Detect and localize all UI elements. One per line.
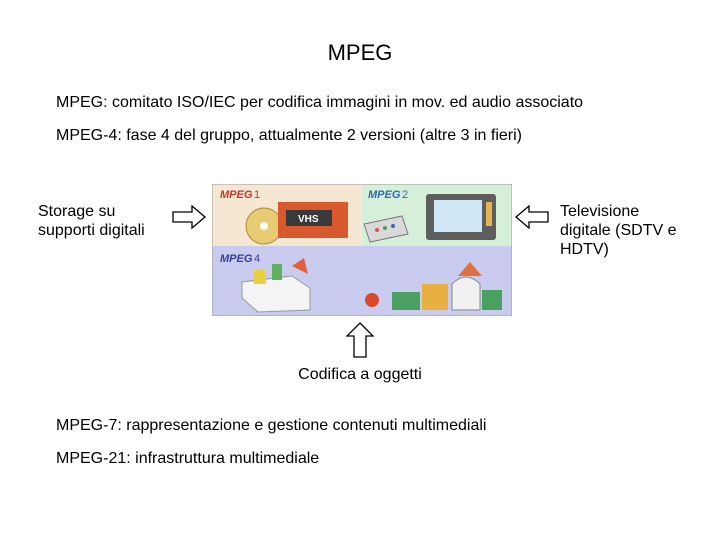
right-label: Televisione digitale (SDTV e HDTV) (560, 202, 677, 259)
right-label-line-3: HDTV) (560, 241, 609, 258)
bullet-mpeg4: MPEG-4: fase 4 del gruppo, attualmente 2… (56, 127, 522, 144)
bottom-label: Codifica a oggetti (298, 366, 422, 383)
mpeg-collage-image: MPEG 1 VHS MPEG 2 MPEG 4 (212, 184, 512, 316)
left-label-line-1: Storage su (38, 203, 116, 220)
mpeg1-logo: MPEG (220, 189, 253, 201)
arrow-left-icon (515, 205, 549, 229)
slide-title: MPEG (327, 40, 393, 65)
bullet-mpeg7: MPEG-7: rappresentazione e gestione cont… (56, 417, 487, 434)
mpeg2-logo-num: 2 (402, 189, 408, 201)
right-label-line-2: digitale (SDTV e (560, 222, 677, 239)
bullet-mpeg21: MPEG-21: infrastruttura multimediale (56, 450, 320, 467)
left-label: Storage su supporti digitali (38, 202, 145, 240)
left-label-line-2: supporti digitali (38, 222, 145, 239)
mpeg1-logo-num: 1 (254, 189, 260, 201)
right-label-line-1: Televisione (560, 203, 640, 220)
mpeg2-logo: MPEG (368, 189, 401, 201)
mpeg4-logo-num: 4 (254, 253, 260, 265)
arrow-right-icon (172, 205, 206, 229)
mpeg4-logo: MPEG (220, 253, 253, 265)
arrow-up-icon (346, 322, 374, 358)
vhs-label: VHS (298, 214, 319, 225)
bullet-mpeg: MPEG: comitato ISO/IEC per codifica imma… (56, 94, 584, 111)
